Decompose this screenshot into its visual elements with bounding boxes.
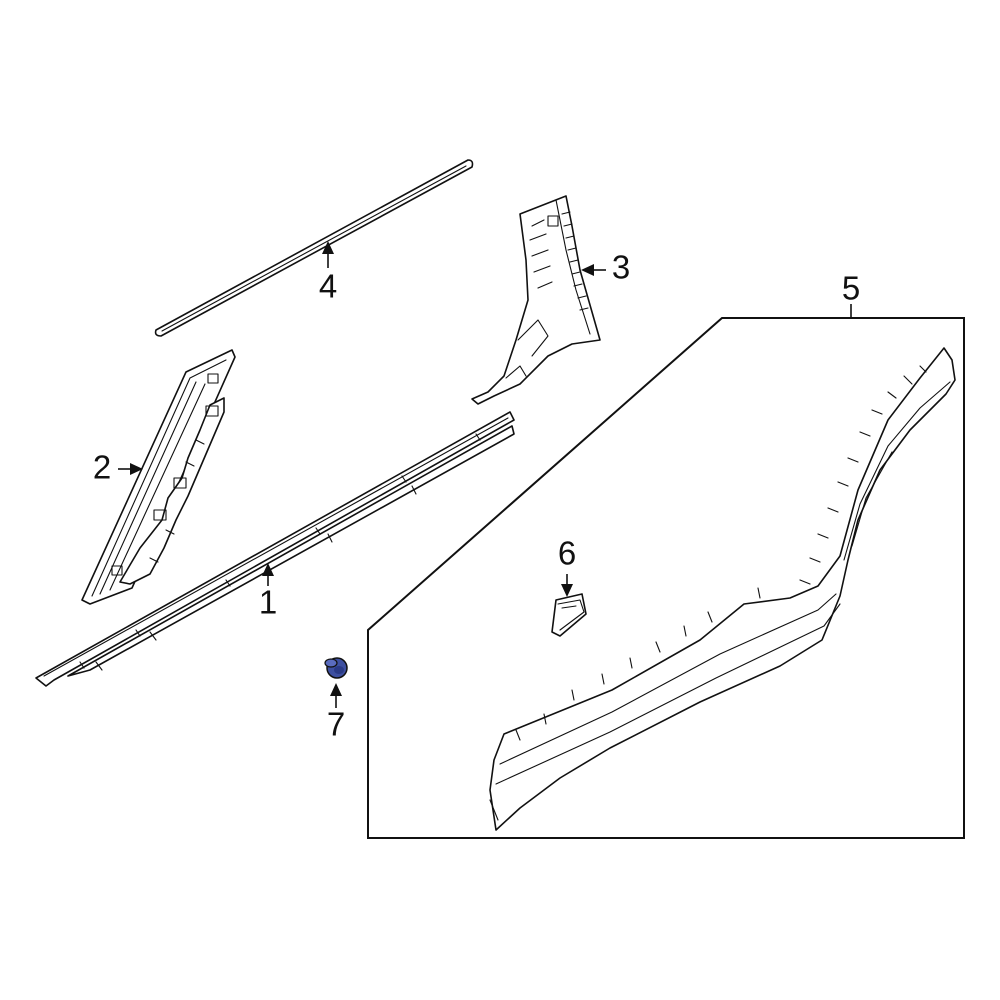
callout-2: 2	[93, 449, 111, 486]
leader-2	[118, 463, 143, 475]
leader-1	[262, 563, 274, 586]
part-2-pillar-applique[interactable]	[81, 349, 236, 605]
leader-3	[581, 264, 606, 276]
part-7-clip[interactable]	[324, 657, 348, 679]
part-1-belt-weatherstrip[interactable]	[35, 411, 515, 687]
callout-5: 5	[842, 270, 860, 307]
leader-6	[561, 574, 573, 597]
callout-4: 4	[319, 268, 337, 305]
leader-4	[322, 241, 334, 268]
part-5-rocker-molding[interactable]	[489, 347, 956, 831]
clip-stem	[324, 658, 338, 668]
part-6-clip[interactable]	[551, 593, 587, 637]
part-5-assembly-box	[367, 317, 965, 839]
callout-7: 7	[327, 706, 345, 743]
callout-1: 1	[259, 584, 277, 621]
part-3-pillar-trim[interactable]	[471, 195, 601, 405]
part-4-molding-strip[interactable]	[154, 159, 474, 337]
callout-6: 6	[558, 535, 576, 572]
leader-7	[330, 683, 342, 708]
callout-3: 3	[612, 249, 630, 286]
